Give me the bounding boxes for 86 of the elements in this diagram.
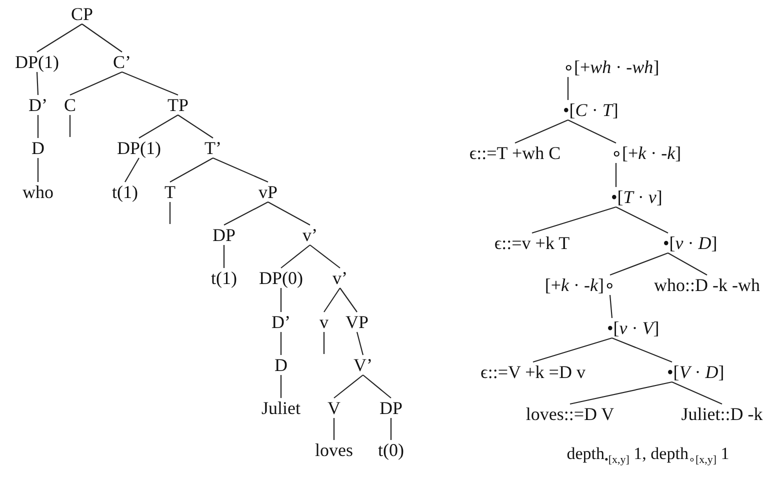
tree-node-label: t(1) <box>112 182 138 202</box>
tree-node-label: T’ <box>204 138 222 158</box>
tree-node-label: loves::=D V <box>526 404 614 424</box>
branch-line <box>36 72 39 96</box>
branch-line <box>268 202 310 226</box>
branch-line <box>532 206 616 234</box>
branch-line <box>356 332 364 356</box>
footnote: depth$_{•[x,y]}$ 1, depth$_{∘[x,y]}$ 1 <box>566 444 730 466</box>
tree-node-label: t(0) <box>378 440 404 460</box>
branch-line <box>280 332 282 355</box>
branch-line <box>668 252 708 276</box>
tree-node-label: DP <box>212 225 236 245</box>
tree-node-label: who::D -k -wh <box>654 275 760 295</box>
tree-node-label: •[v · V] <box>607 318 660 338</box>
tree-node-label: V <box>328 398 340 418</box>
branch-line <box>333 418 335 440</box>
branch-line <box>672 382 722 404</box>
tree-node-label: v’ <box>302 225 318 245</box>
branch-line <box>615 163 617 187</box>
tree-node-label: v’ <box>332 268 348 288</box>
branch-line <box>340 288 358 312</box>
tree-node-label: C’ <box>113 52 131 72</box>
branch-line <box>514 120 568 144</box>
tree-node-label: who <box>22 182 54 202</box>
branch-line <box>37 158 39 182</box>
branch-line <box>362 374 392 398</box>
branch-line <box>36 24 82 52</box>
tree-node-label: V’ <box>354 355 372 375</box>
tree-node-label: ϵ::=T +wh C <box>469 143 561 163</box>
tree-node-label: D’ <box>28 95 48 115</box>
tree-node-label: VP <box>346 312 368 332</box>
branch-line <box>323 332 325 354</box>
tree-node-label: ϵ::=V +k =D v <box>480 362 586 382</box>
branch-line <box>138 114 178 138</box>
tree-node-label: D <box>274 355 288 375</box>
tree-node-label: C <box>64 95 76 115</box>
tree-node-label: T <box>164 182 176 202</box>
branch-line <box>212 158 268 182</box>
tree-node-label: CP <box>70 4 94 24</box>
branch-line <box>610 252 668 276</box>
tree-node-label: loves <box>315 440 353 460</box>
branch-line <box>223 245 225 268</box>
tree-node-label: Juliet::D -k <box>681 404 763 424</box>
tree-node-label: ϵ::=v +k T <box>494 233 570 253</box>
tree-node-label: D’ <box>272 312 290 332</box>
tree-node-label: ∘[+k · -k] <box>611 143 682 163</box>
branch-line <box>280 288 282 312</box>
tree-node-label: t(1) <box>211 268 237 288</box>
branch-line <box>82 24 122 52</box>
branch-line <box>280 244 310 268</box>
tree-node-label: ∘[+wh · -wh] <box>563 57 660 77</box>
branch-line <box>567 77 569 100</box>
branch-line <box>570 381 672 405</box>
branch-line <box>69 115 71 137</box>
branch-line <box>390 418 392 440</box>
tree-node-label: •[v · D] <box>663 233 718 253</box>
tree-node-label: TP <box>168 95 188 115</box>
tree-node-label: •[C · T] <box>563 100 618 120</box>
branch-line <box>616 206 668 234</box>
branch-line <box>334 374 364 398</box>
tree-node-label: •[T · v] <box>611 187 662 207</box>
branch-line <box>609 294 613 318</box>
branch-line <box>122 72 178 96</box>
tree-node-label: DP(0) <box>259 268 303 288</box>
branch-line <box>568 120 616 144</box>
branch-line <box>124 158 140 182</box>
branch-line <box>70 72 122 96</box>
branch-line <box>280 375 282 398</box>
tree-node-label: DP(1) <box>15 52 59 72</box>
branch-line <box>169 202 171 224</box>
branch-line <box>310 244 340 268</box>
branch-line <box>224 202 268 226</box>
tree-node-label: vP <box>258 182 278 202</box>
branch-line <box>178 114 214 138</box>
tree-node-label: •[V · D] <box>667 362 724 382</box>
branch-line <box>532 337 612 363</box>
tree-node-label: D <box>32 138 44 158</box>
tree-node-label: Juliet <box>262 398 300 418</box>
tree-node-label: DP(1) <box>117 138 161 158</box>
branch-line <box>612 337 672 363</box>
branch-line <box>324 288 340 312</box>
tree-node-label: DP <box>380 398 402 418</box>
branch-line <box>37 115 39 138</box>
branch-line <box>170 158 214 182</box>
tree-node-label: v <box>320 312 328 332</box>
tree-node-label: [+k · -k]∘ <box>544 275 615 295</box>
